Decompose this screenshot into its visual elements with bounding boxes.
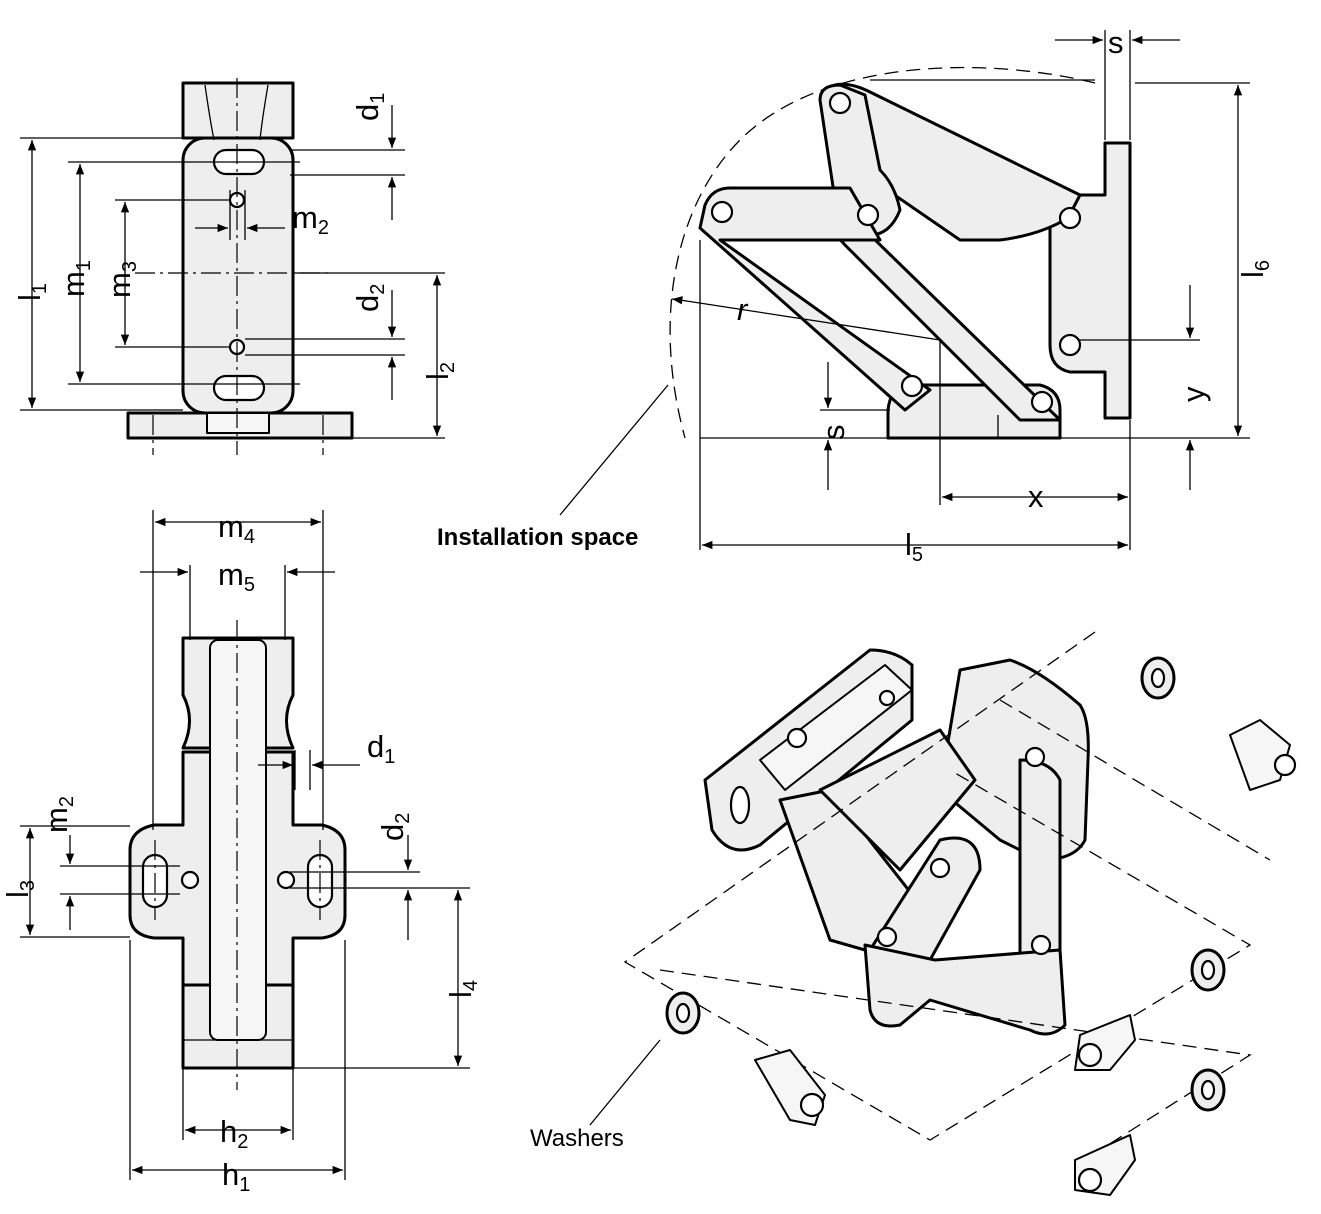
h1-label: h <box>222 1157 239 1192</box>
front-d2-label: d <box>375 824 410 841</box>
m5-sub: 5 <box>244 574 255 596</box>
svg-text:m5: m5 <box>218 557 255 596</box>
iso-base <box>863 943 1067 1036</box>
d1-label: d <box>350 104 385 121</box>
svg-text:d2: d2 <box>350 284 389 312</box>
front-d2-sub: 2 <box>392 813 414 824</box>
m3-sub: 3 <box>119 261 141 272</box>
svg-text:d1: d1 <box>367 729 395 768</box>
l6-label: l <box>1235 271 1270 278</box>
front-m2-sub: 2 <box>56 796 78 807</box>
x-label: x <box>1028 479 1044 514</box>
l3-sub: 3 <box>17 880 39 891</box>
d1-sub: 1 <box>367 93 389 104</box>
m1-label: m <box>56 271 91 297</box>
s-bottom-label: s <box>816 425 851 441</box>
m1-sub: 1 <box>73 260 95 271</box>
svg-text:m2: m2 <box>39 796 78 833</box>
svg-text:d2: d2 <box>375 813 414 841</box>
m3-label: m <box>102 272 137 298</box>
svg-text:l1: l1 <box>12 283 51 301</box>
m4-sub: 4 <box>244 526 255 548</box>
h2-label: h <box>220 1114 237 1149</box>
l5-label: l <box>905 527 912 562</box>
m2-label: m <box>292 200 318 235</box>
iso-arm-front <box>868 836 982 962</box>
y-label: y <box>1176 386 1211 402</box>
washer-group <box>665 656 1226 1112</box>
l4-sub: 4 <box>460 980 482 991</box>
svg-text:d1: d1 <box>350 93 389 121</box>
m2-sub: 2 <box>318 217 329 239</box>
d2-label: d <box>350 295 385 312</box>
base-slot <box>206 412 270 434</box>
h2-sub: 2 <box>237 1131 248 1153</box>
l5-sub: 5 <box>912 544 923 566</box>
top-left-view: l1 m1 m3 d1 d2 l2 m2 <box>12 78 459 455</box>
svg-text:l4: l4 <box>443 980 482 998</box>
svg-text:m2: m2 <box>292 200 329 239</box>
l1-sub: 1 <box>29 283 51 294</box>
svg-text:h2: h2 <box>220 1114 248 1153</box>
lower-link <box>698 186 932 412</box>
d2-sub: 2 <box>367 284 389 295</box>
iso-arm-center <box>818 728 977 872</box>
mount-plate <box>1048 141 1132 420</box>
l6-sub: 6 <box>1252 260 1274 271</box>
r-label: r <box>737 292 749 327</box>
svg-text:m1: m1 <box>56 260 95 297</box>
lower-slot <box>212 374 266 402</box>
h1-sub: 1 <box>239 1174 250 1196</box>
svg-text:l5: l5 <box>905 527 923 566</box>
svg-text:l6: l6 <box>1235 260 1274 278</box>
front-d1-label: d <box>367 729 384 764</box>
svg-text:l2: l2 <box>420 362 459 380</box>
l2-sub: 2 <box>437 362 459 373</box>
screw-group <box>754 719 1297 1196</box>
iso-arm-right <box>1018 758 1062 962</box>
m4-label: m <box>218 509 244 544</box>
l4-label: l <box>443 991 478 998</box>
m5-label: m <box>218 557 244 592</box>
l3-label: l <box>0 891 35 898</box>
washers-label: Washers <box>530 1125 624 1152</box>
l1-label: l <box>12 294 47 301</box>
hinge-pin <box>209 639 267 1041</box>
hinge-body <box>181 136 295 415</box>
front-m2-label: m <box>39 807 74 833</box>
svg-text:m4: m4 <box>218 509 255 548</box>
svg-text:h1: h1 <box>222 1157 250 1196</box>
bottom-left-view: m4 m5 d1 m2 d2 l3 l4 h2 h1 <box>0 509 482 1196</box>
l2-label: l <box>420 373 455 380</box>
front-d1-sub: 1 <box>384 746 395 768</box>
s-top-label: s <box>1108 25 1124 60</box>
bottom-right-iso-view: Washers <box>530 631 1297 1196</box>
installation-space-label: Installation space <box>437 524 638 551</box>
svg-text:m3: m3 <box>102 261 141 298</box>
top-right-view: s l6 r s y x l5 Installation space <box>437 25 1274 566</box>
svg-text:l3: l3 <box>0 880 39 898</box>
hinge-top-block <box>181 81 295 140</box>
